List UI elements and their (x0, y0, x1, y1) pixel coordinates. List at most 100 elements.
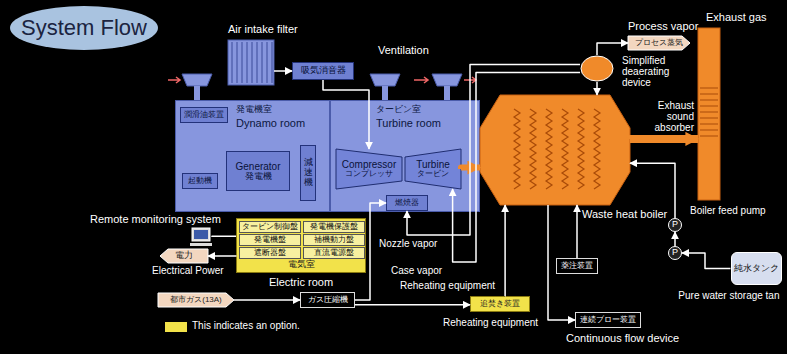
node-label: 連続ブロー装置 (580, 316, 636, 325)
node-caption: 電気室 (237, 260, 365, 270)
node-label: 純水タンク (734, 264, 779, 274)
pipe-line (630, 163, 675, 218)
vent-arrow (168, 77, 180, 83)
boiler-coil (546, 109, 552, 189)
free-label: Ventilation (378, 44, 429, 56)
pipe-line (576, 205, 578, 258)
node-label: 遮断器盤 (254, 249, 286, 258)
boiler-coil (594, 109, 600, 189)
node-label: 電力 (175, 251, 193, 261)
node-label: 追焚き装置 (480, 300, 520, 309)
node-caption: Electric room (237, 276, 365, 288)
node-label: タービン制御盤 (242, 223, 298, 232)
arrR-node: 都市ガス(13A) (158, 293, 234, 307)
trapR-node: Turbineタービン (405, 149, 461, 189)
pump-circle (669, 247, 682, 260)
node-caption: Remote monitoring system (90, 213, 221, 225)
pipe-line (504, 205, 506, 296)
node-label: ガス圧縮機 (308, 296, 348, 305)
node-caption: Waste heat boiler (582, 208, 667, 220)
part-box: 潤滑油装置 (180, 107, 228, 123)
edge-label: Case vapor (390, 265, 443, 276)
sound-absorber (700, 118, 718, 119)
boiler-node: Waste heat boiler (480, 95, 630, 205)
vent-duct (444, 86, 450, 100)
node-label: タービン (417, 170, 449, 179)
exhaust-duct (630, 135, 698, 143)
node-caption: Reheating equipment (443, 317, 538, 328)
dark-box: 薬注装置 (556, 258, 598, 274)
cell-box: 補機動力盤 (303, 234, 365, 246)
title: System Flow (21, 16, 147, 40)
node-caption: タービン室 (376, 105, 421, 115)
exhaust-stack (698, 28, 720, 200)
turbine-body (405, 149, 461, 189)
part-box: 起動機 (182, 173, 218, 189)
node-caption: Simplified deaerating device (622, 55, 678, 88)
node-label: 補機動力盤 (314, 236, 354, 245)
arrow-box (160, 249, 208, 263)
filter-body (228, 40, 274, 85)
node-label: 直流電源盤 (314, 249, 354, 258)
filter-slat (252, 42, 253, 83)
pump-circle (669, 219, 682, 232)
filter-shape (228, 40, 274, 85)
part-box: 吸気消音器 (292, 62, 354, 80)
boiler-shape (480, 95, 630, 205)
arrL-node: 電力Electrical Power (160, 249, 208, 263)
boiler-coil (578, 109, 584, 189)
pump-node: PBoiler feed pump (668, 218, 682, 232)
node-label: 起動機 (188, 177, 212, 186)
filter-slat (242, 42, 243, 83)
part-box: 燃焼器 (386, 195, 428, 211)
filter-slat (257, 42, 258, 83)
cell-box: 発電機盤 (239, 234, 301, 246)
vent-fan (182, 74, 212, 86)
sound-absorber (700, 94, 718, 95)
drum-node: Simplified deaerating device (580, 55, 614, 82)
screen (194, 230, 208, 239)
pipe-line (674, 232, 676, 246)
trapL-node: Compressorコンプレッサ (336, 149, 402, 189)
yel-box: 電気室Electric roomタービン制御盤発電機保護盤発電機盤補機動力盤遮断… (236, 218, 366, 273)
node-caption: Electrical Power (152, 265, 224, 276)
yel-box: 追焚き装置Reheating equipment (470, 296, 530, 312)
vent-arrow (414, 77, 428, 83)
node-label: 発電機 (245, 172, 272, 182)
filter-node: Air intake filter (228, 40, 274, 85)
room-box: タービン室Turbine roomCompressorコンプレッサTurbine… (330, 100, 480, 212)
node-label: Generator (235, 161, 280, 172)
node-caption: Air intake filter (228, 23, 298, 35)
node-label: 減速機 (304, 158, 313, 188)
arrow-box (628, 36, 690, 50)
vent-duct (194, 86, 200, 100)
edge-label: Nozzle vapor (378, 238, 438, 249)
node-label: 発電機保護盤 (310, 223, 358, 232)
dark-box: 連続ブロー装置Continuous flow device (575, 312, 641, 328)
node-label: コンプレッサ (345, 170, 393, 179)
boiler-body (480, 95, 630, 205)
node-caption: Process vapor (628, 20, 698, 32)
pipe-line (208, 255, 236, 257)
pc-node: Remote monitoring system (190, 228, 212, 246)
pipe-line (274, 70, 292, 72)
free-label: Reheating equipment (400, 280, 495, 291)
title-ellipse: System Flow (10, 6, 158, 50)
sound-absorber (700, 112, 718, 113)
boiler-coil (562, 109, 568, 189)
node-label: P (672, 248, 678, 258)
pipe-line (355, 203, 386, 300)
stack-shape (698, 28, 720, 200)
arrR-node: プロセス蒸気Process vapor (628, 36, 690, 50)
node-caption: Boiler feed pump (690, 205, 766, 216)
node-label: 発電機盤 (254, 236, 286, 245)
pipe-line (596, 82, 598, 95)
pipe-line (682, 253, 731, 269)
boiler-coil (530, 109, 536, 189)
vent-fan (370, 74, 400, 86)
dark-box: ガス圧縮機 (300, 292, 355, 308)
part-box: Generator発電機 (226, 151, 290, 191)
compressor-body (336, 149, 402, 189)
sound-absorber (700, 136, 718, 137)
